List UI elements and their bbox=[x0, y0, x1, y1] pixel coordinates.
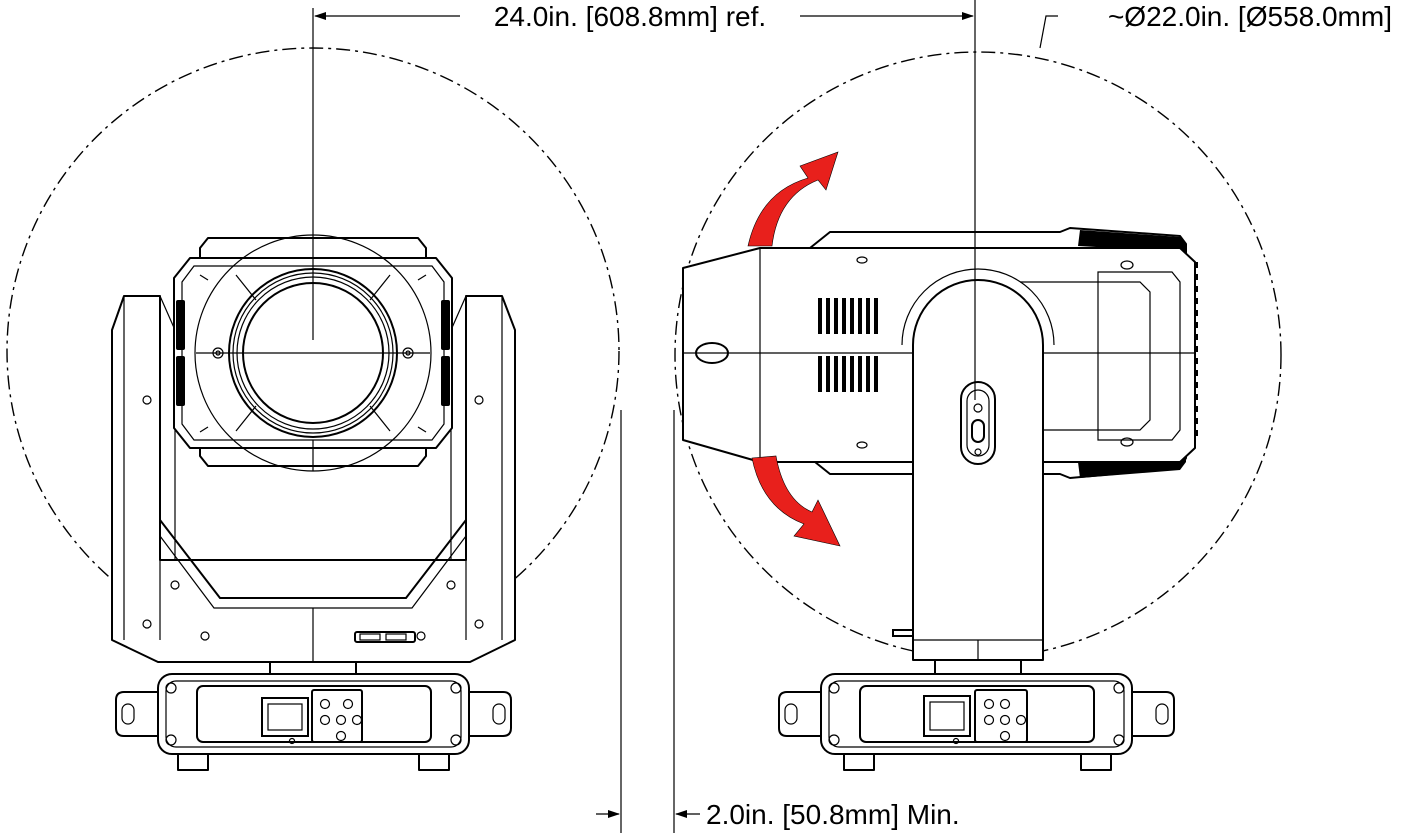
front-base bbox=[115, 659, 512, 771]
side-base bbox=[778, 657, 1175, 771]
tilt-down-arrow-icon bbox=[751, 455, 841, 547]
tilt-up-arrow-icon bbox=[747, 151, 839, 247]
side-control-panel bbox=[923, 689, 1028, 745]
front-view bbox=[6, 47, 620, 771]
side-view bbox=[674, 51, 1282, 771]
side-swing-circle bbox=[674, 51, 1282, 659]
dimension-lines bbox=[312, 0, 1058, 833]
width-ref-label: 24.0in. [608.8mm] ref. bbox=[494, 1, 766, 32]
side-vents bbox=[818, 298, 878, 392]
side-rear-fins bbox=[1194, 262, 1198, 436]
diameter-label: ~Ø22.0in. [Ø558.0mm] bbox=[1108, 1, 1392, 32]
side-arm bbox=[892, 268, 1055, 661]
clearance-label: 2.0in. [50.8mm] Min. bbox=[706, 799, 960, 830]
front-control-panel bbox=[261, 689, 363, 745]
front-head bbox=[173, 234, 453, 472]
tilt-arrows bbox=[747, 151, 841, 547]
